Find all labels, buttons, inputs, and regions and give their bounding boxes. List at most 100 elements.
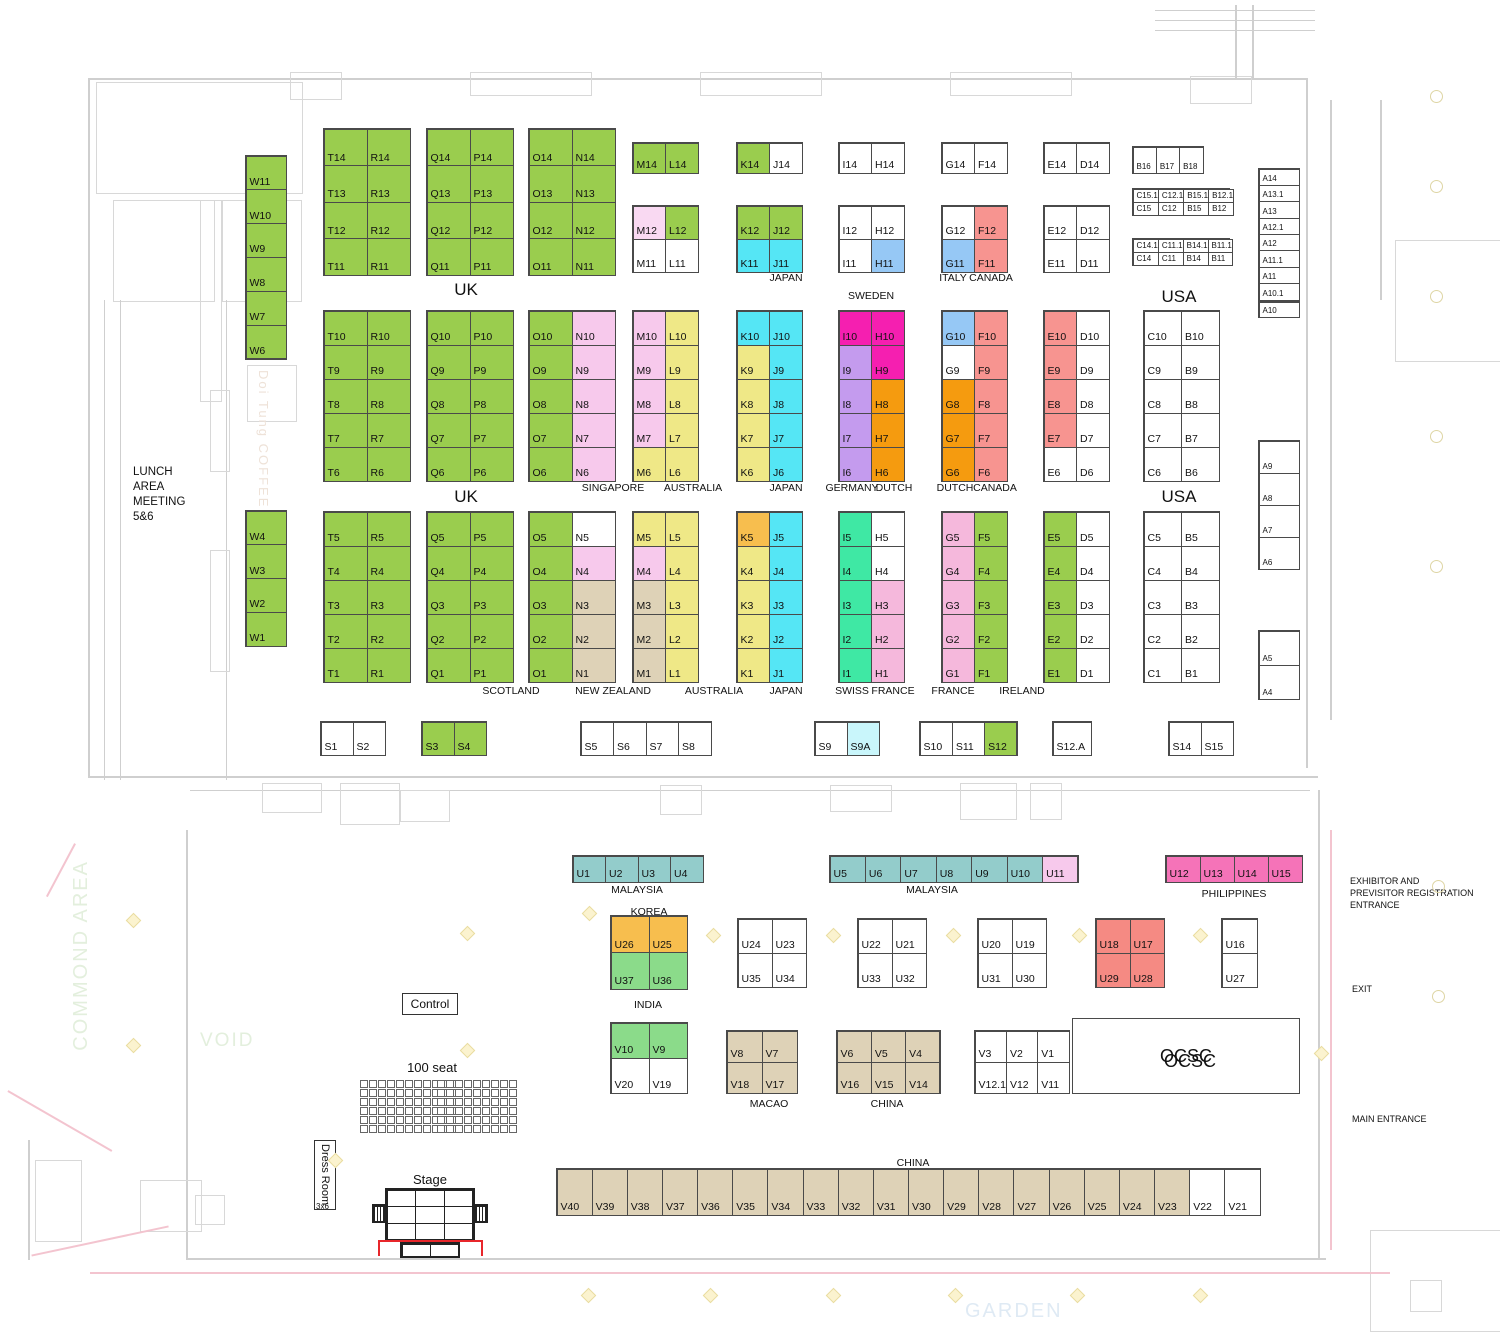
booth-cell[interactable]: P5: [469, 511, 514, 547]
booth-cell[interactable]: U14: [1233, 855, 1269, 883]
booth-cell[interactable]: U37: [610, 952, 650, 990]
booth-cell[interactable]: O2: [528, 613, 573, 649]
booth-cell[interactable]: M11: [632, 238, 666, 273]
booth-cell[interactable]: W6: [245, 324, 287, 360]
booth-cell[interactable]: R13: [366, 165, 411, 203]
booth-cell[interactable]: Q1: [426, 647, 471, 683]
booth-cell[interactable]: Q6: [426, 446, 471, 482]
booth-cell[interactable]: L2: [665, 613, 699, 649]
booth-cell[interactable]: V33: [802, 1168, 839, 1216]
booth-cell[interactable]: R2: [366, 613, 411, 649]
booth-cell[interactable]: U16: [1221, 918, 1258, 954]
booth-cell[interactable]: U8: [935, 855, 973, 883]
booth-cell[interactable]: B8: [1181, 378, 1220, 414]
booth-cell[interactable]: K5: [736, 511, 770, 547]
booth-cell[interactable]: N1: [571, 647, 616, 683]
booth-cell[interactable]: F12: [974, 205, 1008, 240]
booth-cell[interactable]: A13.1: [1258, 184, 1300, 203]
booth-cell[interactable]: F5: [974, 511, 1008, 547]
booth-cell[interactable]: R1: [366, 647, 411, 683]
booth-cell[interactable]: J3: [769, 579, 803, 615]
booth-cell[interactable]: Q5: [426, 511, 471, 547]
booth-cell[interactable]: Q3: [426, 579, 471, 615]
booth-cell[interactable]: A7: [1258, 504, 1300, 538]
booth-cell[interactable]: T8: [323, 378, 368, 414]
booth-cell[interactable]: G1: [941, 647, 975, 683]
booth-cell[interactable]: E7: [1043, 412, 1077, 448]
booth-cell[interactable]: I5: [838, 511, 872, 547]
booth-cell[interactable]: F1: [974, 647, 1008, 683]
booth-cell[interactable]: L10: [665, 310, 699, 346]
booth-cell[interactable]: N6: [571, 446, 616, 482]
booth-cell[interactable]: A5: [1258, 630, 1300, 666]
booth-cell[interactable]: B10: [1181, 310, 1220, 346]
booth-cell[interactable]: U28: [1129, 952, 1165, 988]
booth-cell[interactable]: S6: [613, 721, 647, 756]
booth-cell[interactable]: T7: [323, 412, 368, 448]
booth-cell[interactable]: S4: [453, 721, 487, 756]
booth-cell[interactable]: H8: [871, 378, 905, 414]
booth-cell[interactable]: S2: [352, 721, 386, 756]
booth-cell[interactable]: I14: [838, 142, 872, 174]
booth-cell[interactable]: U9: [971, 855, 1008, 883]
booth-cell[interactable]: O8: [528, 378, 573, 414]
booth-cell[interactable]: C5: [1143, 511, 1182, 547]
booth-cell[interactable]: U7: [900, 855, 937, 883]
booth-cell[interactable]: P12: [469, 201, 514, 239]
booth-cell[interactable]: G4: [941, 545, 975, 581]
booth-cell[interactable]: J2: [769, 613, 803, 649]
booth-cell[interactable]: L9: [665, 344, 699, 380]
booth-cell[interactable]: V3: [974, 1030, 1007, 1063]
booth-cell[interactable]: K14: [736, 142, 770, 174]
booth-cell[interactable]: F8: [974, 378, 1008, 414]
booth-cell[interactable]: P13: [469, 165, 514, 203]
booth-cell[interactable]: K7: [736, 412, 770, 448]
booth-cell[interactable]: J4: [769, 545, 803, 581]
booth-cell[interactable]: N4: [571, 545, 616, 581]
booth-cell[interactable]: N2: [571, 613, 616, 649]
booth-cell[interactable]: A11: [1258, 266, 1300, 285]
booth-cell[interactable]: S8: [678, 721, 712, 756]
booth-cell[interactable]: V21: [1224, 1168, 1261, 1216]
booth-cell[interactable]: M2: [632, 613, 666, 649]
booth-cell[interactable]: T5: [323, 511, 368, 547]
booth-cell[interactable]: V34: [767, 1168, 804, 1216]
booth-cell[interactable]: B15.1: [1183, 188, 1210, 203]
booth-cell[interactable]: Q14: [426, 128, 471, 166]
booth-cell[interactable]: K4: [736, 545, 770, 581]
booth-cell[interactable]: B14.1: [1182, 238, 1209, 253]
booth-cell[interactable]: W3: [245, 544, 287, 579]
booth-cell[interactable]: S15: [1200, 721, 1234, 756]
booth-cell[interactable]: I6: [838, 446, 872, 482]
booth-cell[interactable]: F6: [974, 446, 1008, 482]
booth-cell[interactable]: U23: [771, 918, 807, 954]
booth-cell[interactable]: U34: [771, 952, 807, 988]
booth-cell[interactable]: O12: [528, 201, 573, 239]
booth-cell[interactable]: B4: [1181, 545, 1220, 581]
booth-cell[interactable]: V27: [1013, 1168, 1050, 1216]
booth-cell[interactable]: N3: [571, 579, 616, 615]
control-box[interactable]: Control: [402, 993, 458, 1015]
booth-cell[interactable]: E2: [1043, 613, 1077, 649]
booth-cell[interactable]: T13: [323, 165, 368, 203]
booth-cell[interactable]: B15: [1183, 201, 1210, 216]
booth-cell[interactable]: L5: [665, 511, 699, 547]
booth-cell[interactable]: G8: [941, 378, 975, 414]
booth-cell[interactable]: B12: [1208, 201, 1235, 216]
booth-cell[interactable]: D6: [1076, 446, 1110, 482]
booth-cell[interactable]: K6: [736, 446, 770, 482]
booth-cell[interactable]: G14: [941, 142, 975, 174]
booth-cell[interactable]: E8: [1043, 378, 1077, 414]
booth-cell[interactable]: C12: [1157, 201, 1185, 216]
booth-cell[interactable]: V12.1: [974, 1061, 1007, 1094]
booth-cell[interactable]: C9: [1143, 344, 1182, 380]
booth-cell[interactable]: L11: [665, 238, 699, 273]
booth-cell[interactable]: W8: [245, 256, 287, 292]
booth-cell[interactable]: Q10: [426, 310, 471, 346]
booth-cell[interactable]: E14: [1043, 142, 1077, 174]
booth-cell[interactable]: J7: [769, 412, 803, 448]
booth-cell[interactable]: M3: [632, 579, 666, 615]
booth-cell[interactable]: V17: [761, 1061, 798, 1094]
booth-cell[interactable]: M12: [632, 205, 666, 240]
booth-cell[interactable]: V18: [726, 1061, 763, 1094]
